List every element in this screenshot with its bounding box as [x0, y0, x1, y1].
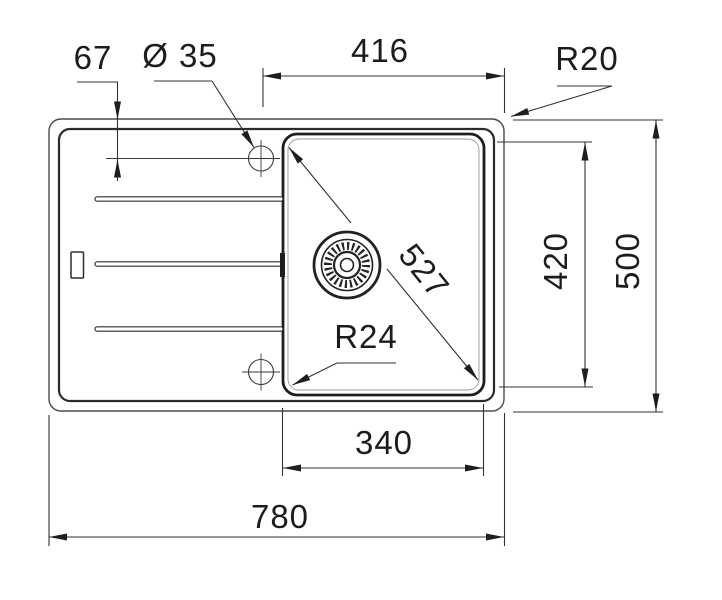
dim-label-tap-hole-offset: 67	[74, 39, 113, 76]
dim-label-bowl-corner-radius: R24	[334, 318, 398, 355]
strainer-center	[339, 257, 355, 273]
rim-emboss-mark	[70, 251, 85, 279]
bowl-inner-line	[287, 138, 480, 391]
leader-outer-corner-radius	[510, 85, 613, 118]
dim-bowl-depth	[497, 141, 593, 388]
dim-label-bowl-depth: 420	[537, 232, 574, 290]
drainboard-groove	[94, 196, 284, 202]
dim-label-bowl-width: 340	[355, 424, 413, 461]
tap-hole-bottom	[242, 353, 280, 391]
drainboard-groove	[94, 261, 284, 267]
drainboard	[70, 196, 285, 332]
dimension-lines	[48, 68, 663, 546]
dim-bowl-diagonal	[288, 147, 479, 381]
dim-bowl-width	[281, 404, 485, 476]
dim-label-tap-hole-diameter: Ø 35	[142, 37, 218, 74]
dim-label-overall-depth: 500	[609, 232, 646, 290]
leader-tap-hole-diameter	[154, 80, 255, 148]
dim-overall-width	[48, 413, 506, 546]
dim-label-bowl-diagonal: 527	[392, 236, 457, 304]
dim-overall-depth	[513, 119, 663, 413]
strainer-ring	[320, 238, 374, 292]
drainboard-groove	[94, 326, 284, 332]
dim-label-outer-corner-radius: R20	[555, 40, 619, 77]
sink-outer-edge	[48, 118, 505, 412]
sink-outline	[48, 118, 505, 412]
groove-outlet-mark	[280, 253, 285, 277]
strainer-outer-ring	[312, 230, 382, 300]
dim-tap-hole-offset	[77, 81, 121, 181]
drain-strainer	[312, 230, 382, 300]
strainer-ring	[332, 250, 362, 280]
tap-hole-top	[106, 140, 280, 177]
dim-tap-hole-to-edge	[262, 68, 506, 113]
leader-bowl-corner-radius	[292, 362, 396, 386]
sink-rim-edge	[57, 127, 496, 403]
dim-label-overall-width: 780	[251, 498, 309, 535]
strainer-perforation-ring	[324, 242, 370, 288]
dim-label-tap-hole-to-edge: 416	[351, 32, 409, 69]
dimension-labels: 67 Ø 35 416 R20 527 420 500 R24 340 780	[74, 32, 646, 535]
